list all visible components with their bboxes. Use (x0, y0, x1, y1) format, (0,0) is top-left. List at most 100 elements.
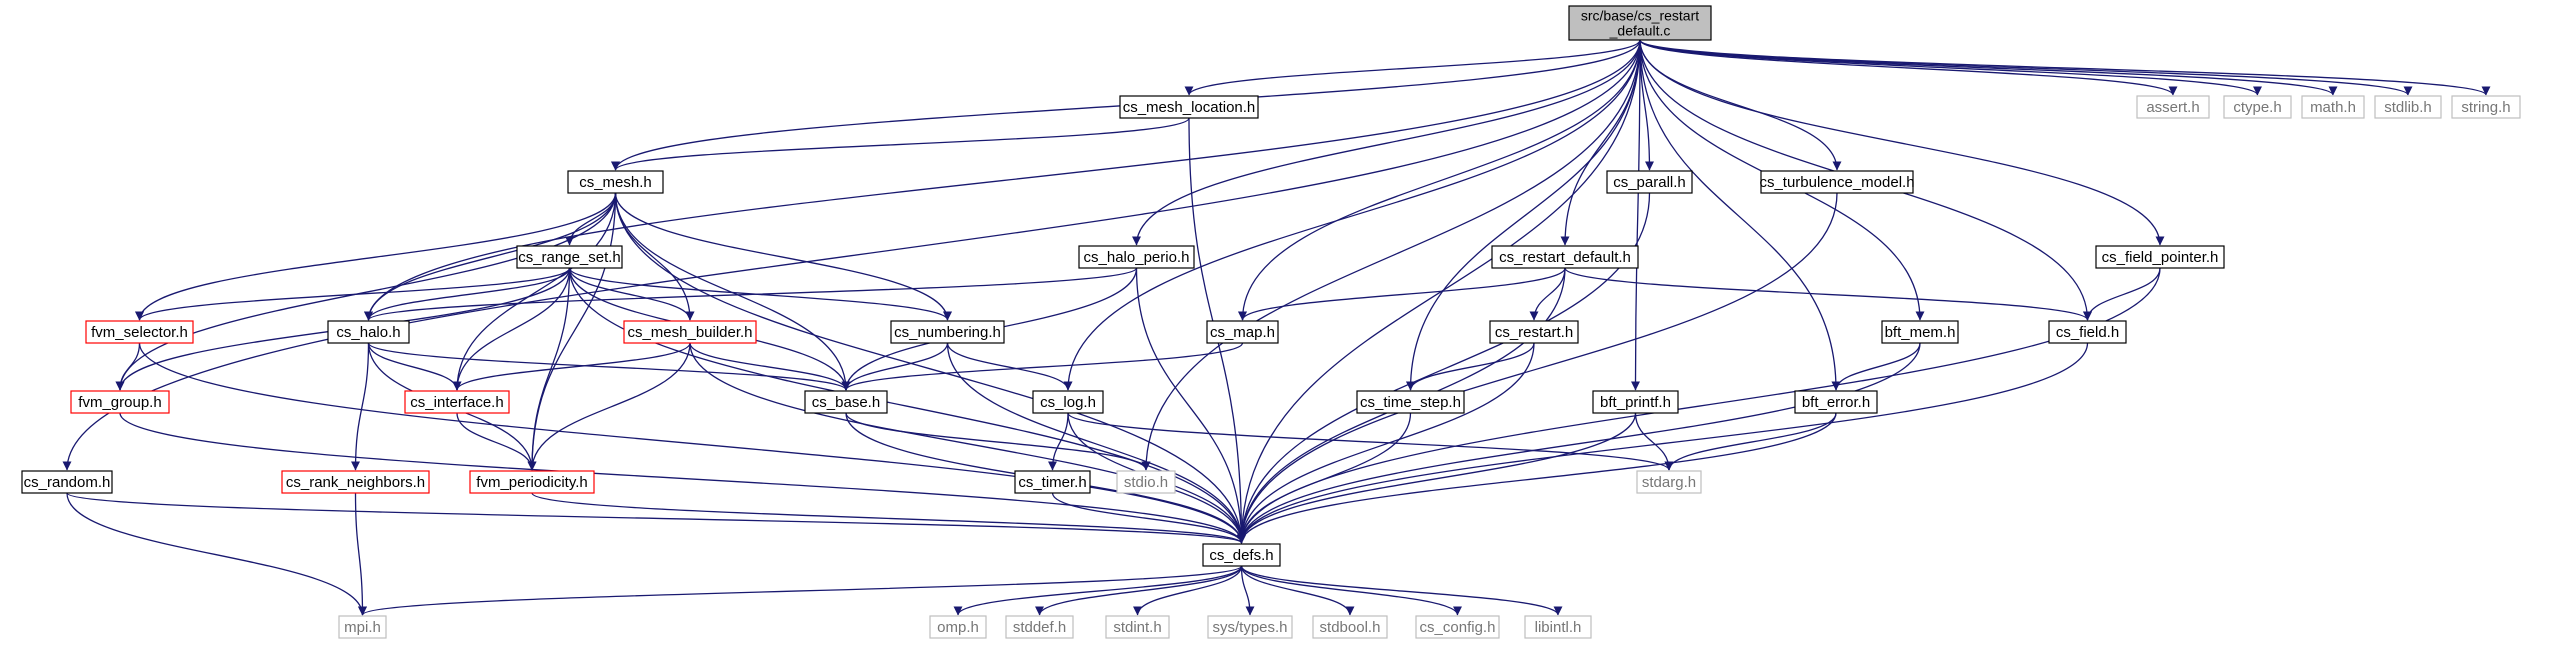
node-label: cs_base.h (812, 394, 880, 411)
node-cs-interface-h[interactable]: cs_interface.h (404, 390, 510, 414)
edge-cs_field_pointer_h-to-cs_field_h (2083, 267, 2161, 321)
node-label: omp.h (937, 619, 979, 636)
node-label: cs_log.h (1040, 394, 1096, 411)
edge-bft_error_h-to-stdarg_h (1664, 412, 1837, 471)
edge-bft_error_h-to-cs_defs_h (1237, 412, 1837, 544)
node-box (70, 390, 170, 414)
node-ctype-h: ctype.h (2223, 95, 2292, 119)
node-label: cs_mesh_location.h (1123, 99, 1256, 116)
node-label: cs_parall.h (1613, 174, 1686, 191)
node-cs-range-set-h[interactable]: cs_range_set.h (516, 245, 623, 269)
node-cs-numbering-h[interactable]: cs_numbering.h (890, 320, 1005, 344)
node-fvm-group-h[interactable]: fvm_group.h (70, 390, 170, 414)
edge-cs_restart_h-to-cs_time_step_h (1406, 342, 1535, 391)
edge-cs_defs_h-to-stddef_h (1035, 565, 1243, 616)
node-box (404, 390, 510, 414)
edge-cs_halo_h-to-cs_interface_h (367, 342, 462, 391)
node-cs-halo-h[interactable]: cs_halo.h (327, 320, 410, 344)
node-cs-rank-neighbors-h[interactable]: cs_rank_neighbors.h (281, 470, 430, 494)
node-cs-restart-h[interactable]: cs_restart.h (1489, 320, 1579, 344)
node-label: cs_random.h (24, 474, 111, 491)
edge-cs_halo_perio_h-to-cs_halo_h (364, 267, 1138, 321)
node-label: cs_interface.h (410, 394, 503, 411)
node-box (1592, 390, 1679, 414)
node-label: stdint.h (1113, 619, 1161, 636)
node-label: fvm_group.h (78, 394, 161, 411)
node-stdarg-h: stdarg.h (1636, 470, 1702, 494)
node-label: cs_mesh.h (579, 174, 652, 191)
node-assert-h: assert.h (2136, 95, 2210, 119)
node-cs-defs-h[interactable]: cs_defs.h (1202, 543, 1281, 567)
node-bft-mem-h[interactable]: bft_mem.h (1881, 320, 1959, 344)
node-box (1636, 470, 1702, 494)
node-label: cs_field_pointer.h (2102, 249, 2219, 266)
node-cs-halo-perio-h[interactable]: cs_halo_perio.h (1078, 245, 1195, 269)
edge-cs_log_h-to-cs_timer_h (1048, 412, 1069, 471)
node-mpi-h: mpi.h (338, 615, 387, 639)
node-label: cs_timer.h (1018, 474, 1086, 491)
edge-bft_printf_h-to-stdarg_h (1634, 412, 1674, 471)
edge-cs_range_set_h-to-cs_mesh_builder_h (568, 267, 695, 321)
node-label: cs_restart_default.h (1499, 249, 1631, 266)
edge-cs_numbering_h-to-cs_defs_h (946, 342, 1246, 544)
node-box (1032, 390, 1104, 414)
edge-cs_restart_default_h-to-cs_map_h (1238, 267, 1566, 321)
node-box (1415, 615, 1500, 639)
node-cs-base-h[interactable]: cs_base.h (804, 390, 888, 414)
node-label: cs_halo.h (336, 324, 400, 341)
node-cs-mesh-builder-h[interactable]: cs_mesh_builder.h (623, 320, 757, 344)
node-box (1881, 320, 1959, 344)
edge-cs_timer_h-to-cs_defs_h (1051, 492, 1246, 544)
node-cs-mesh-h[interactable]: cs_mesh.h (567, 170, 664, 194)
node-cs-parall-h[interactable]: cs_parall.h (1606, 170, 1693, 194)
node-cs-map-h[interactable]: cs_map.h (1206, 320, 1279, 344)
node-cs-field-pointer-h[interactable]: cs_field_pointer.h (2095, 245, 2225, 269)
nodes-layer: src/base/cs_restart_default.c cs_mesh_loc… (21, 5, 2521, 639)
node-box (2301, 95, 2365, 119)
node-cs-restart-default-h[interactable]: cs_restart_default.h (1491, 245, 1639, 269)
node-fvm-selector-h[interactable]: fvm_selector.h (85, 320, 194, 344)
node-label: cs_halo_perio.h (1084, 249, 1190, 266)
node-box (1014, 470, 1091, 494)
edge-root-to-string_h (1639, 39, 2491, 96)
edge-fvm_selector_h-to-cs_defs_h (138, 342, 1246, 544)
node-box (1491, 245, 1639, 269)
node-bft-error-h[interactable]: bft_error.h (1794, 390, 1878, 414)
node-cs-random-h[interactable]: cs_random.h (21, 470, 113, 494)
edge-cs_mesh_h-to-cs_halo_h (364, 192, 617, 321)
node-bft-printf-h[interactable]: bft_printf.h (1592, 390, 1679, 414)
node-box (2048, 320, 2127, 344)
node-label: _default.c (1609, 23, 1671, 39)
node-root[interactable]: src/base/cs_restart_default.c (1568, 5, 1712, 41)
node-label: assert.h (2146, 99, 2199, 116)
node-cs-timer-h[interactable]: cs_timer.h (1014, 470, 1091, 494)
node-fvm-periodicity-h[interactable]: fvm_periodicity.h (469, 470, 595, 494)
edge-root-to-cs_halo_h (364, 39, 1641, 321)
node-cs-time-step-h[interactable]: cs_time_step.h (1356, 390, 1465, 414)
edge-cs_mesh_location_h-to-cs_mesh_h (611, 117, 1190, 171)
node-label: cs_config.h (1420, 619, 1496, 636)
edge-cs_mesh_h-to-cs_numbering_h (614, 192, 952, 321)
node-box (567, 170, 664, 194)
node-cs-log-h[interactable]: cs_log.h (1032, 390, 1104, 414)
node-cs-turbulence-model-h[interactable]: cs_turbulence_model.h (1759, 170, 1915, 194)
edge-cs_defs_h-to-libintl_h (1240, 565, 1563, 616)
edge-cs_interface_h-to-fvm_periodicity_h (456, 412, 537, 471)
edge-root-to-cs_random_h (62, 39, 1641, 471)
node-box (1489, 320, 1579, 344)
node-label: math.h (2310, 99, 2356, 116)
node-label: cs_range_set.h (518, 249, 621, 266)
edge-cs_base_h-to-stdio_h (845, 412, 1151, 471)
node-stdio-h: stdio.h (1116, 470, 1176, 494)
node-cs-mesh-location-h[interactable]: cs_mesh_location.h (1119, 95, 1259, 119)
node-label: string.h (2461, 99, 2510, 116)
edge-cs_field_h-to-cs_defs_h (1237, 342, 2089, 544)
edge-root-to-bft_printf_h (1631, 39, 1641, 391)
node-cs-field-h[interactable]: cs_field.h (2048, 320, 2127, 344)
node-label: sys/types.h (1212, 619, 1287, 636)
edge-cs_mesh_builder_h-to-cs_base_h (689, 342, 851, 391)
edge-cs_mesh_h-to-fvm_selector_h (135, 192, 617, 321)
edge-cs_mesh_h-to-fvm_group_h (115, 192, 617, 391)
node-label: cs_rank_neighbors.h (286, 474, 425, 491)
node-box (1105, 615, 1170, 639)
